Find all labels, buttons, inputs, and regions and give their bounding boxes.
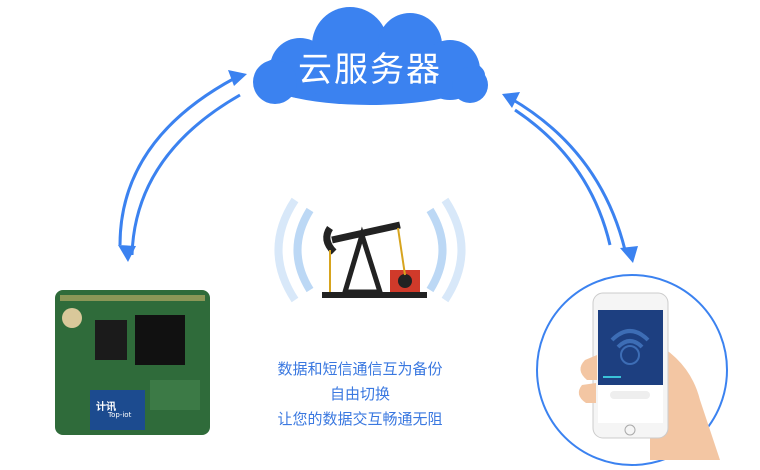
arrow-head-down-left: [118, 245, 136, 262]
board-logo-sub: Top-iot: [108, 411, 132, 419]
oil-pump-icon: [322, 221, 427, 298]
caption-line-3: 让您的数据交互畅通无阻: [277, 410, 443, 428]
cloud-server-label: 云服务器: [298, 50, 442, 90]
signal-waves: [274, 197, 466, 303]
cloud-shape: [253, 7, 488, 105]
left-sync-arrows: [118, 76, 241, 256]
arrow-head-up-left: [228, 70, 247, 86]
board-logo-text: 计讯: [96, 402, 116, 413]
right-sync-arrows: [509, 96, 627, 251]
phone-in-hand-image: [578, 292, 720, 460]
caption: 数据和短信通信互为备份 自由切换 让您的数据交互畅通无阻: [250, 357, 470, 432]
caption-line-2: 自由切换: [329, 385, 390, 403]
arrow-head-up-right: [502, 92, 520, 108]
arrow-head-down-right: [620, 246, 638, 263]
circuit-board-image: [55, 290, 210, 435]
caption-line-1: 数据和短信通信互为备份: [277, 360, 443, 378]
